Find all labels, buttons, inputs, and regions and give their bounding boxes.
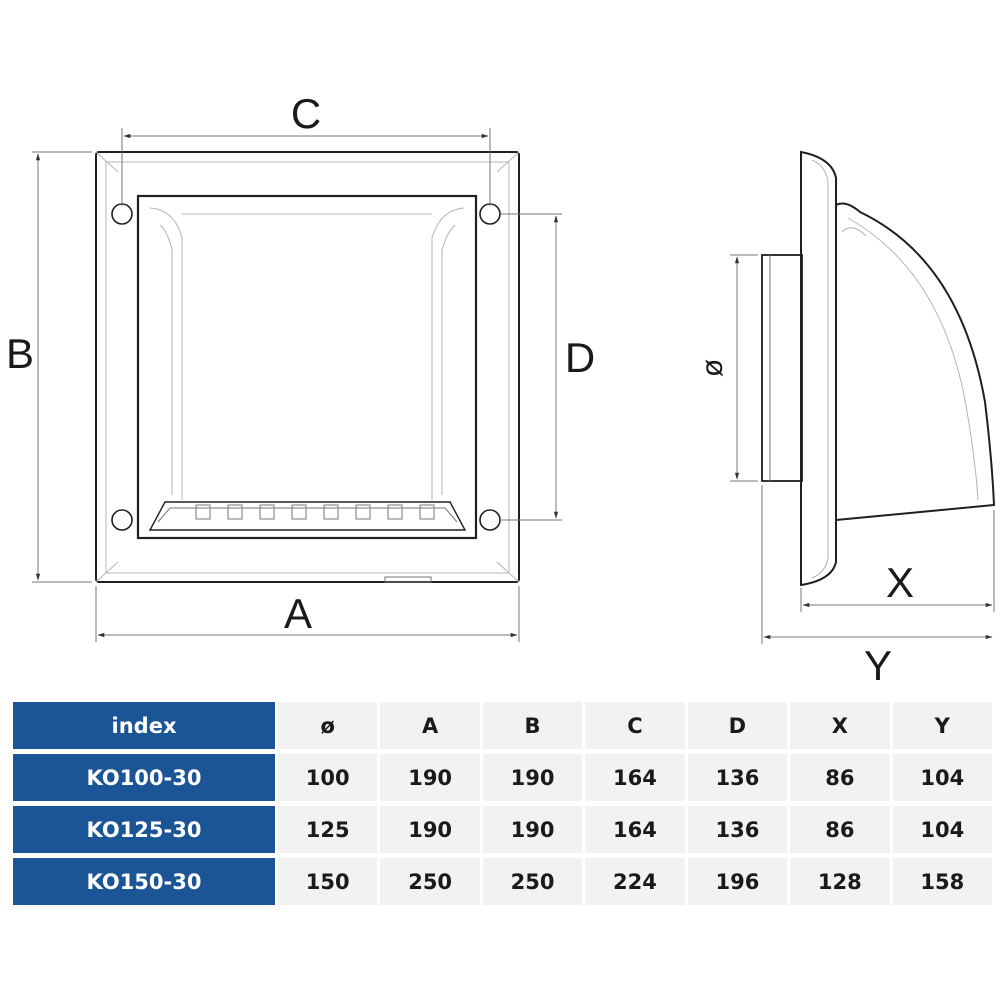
- row-index: KO150-30: [13, 858, 275, 905]
- dimension-y: Y: [761, 485, 993, 689]
- technical-drawing: C A B D ø: [6, 90, 996, 689]
- dimension-diameter: ø: [696, 254, 758, 482]
- grille-slat: [419, 504, 435, 520]
- table-cell: 86: [790, 754, 890, 801]
- dimensions-table: index ø A B C D X Y KO100-30 100 190 190…: [10, 697, 995, 910]
- grille-slat: [227, 504, 243, 520]
- label-d: D: [565, 334, 595, 381]
- label-x: X: [886, 559, 914, 606]
- table-cell: 128: [790, 858, 890, 905]
- screw-hole-bottom-right: [479, 509, 501, 531]
- header-c: C: [585, 702, 685, 749]
- table-cell: 224: [585, 858, 685, 905]
- screw-hole-top-left: [111, 203, 133, 225]
- dimension-b: B: [6, 151, 92, 583]
- dimension-d: D: [500, 213, 595, 521]
- screw-hole-bottom-left: [111, 509, 133, 531]
- table-row: KO150-30 150 250 250 224 196 128 158: [13, 858, 992, 905]
- screw-hole-top-right: [479, 203, 501, 225]
- header-index: index: [13, 702, 275, 749]
- table-cell: 150: [278, 858, 378, 905]
- header-d: D: [687, 702, 788, 749]
- table-row: KO125-30 125 190 190 164 136 86 104: [13, 806, 992, 853]
- front-frame-bevel: [105, 161, 510, 574]
- row-index: KO125-30: [13, 806, 275, 853]
- label-y: Y: [864, 642, 892, 689]
- table-cell: 190: [380, 754, 480, 801]
- table-cell: 190: [482, 754, 583, 801]
- grille-slat: [259, 504, 275, 520]
- table-cell: 136: [687, 806, 788, 853]
- table-cell: 100: [278, 754, 378, 801]
- header-diameter: ø: [278, 702, 378, 749]
- table-cell: 136: [687, 754, 788, 801]
- front-outer-frame: [95, 151, 520, 583]
- table-cell: 125: [278, 806, 378, 853]
- table-cell: 164: [585, 806, 685, 853]
- header-x: X: [790, 702, 890, 749]
- side-hood: [835, 202, 996, 521]
- header-b: B: [482, 702, 583, 749]
- side-wall-plate: [800, 150, 837, 587]
- label-b: B: [6, 330, 34, 377]
- header-a: A: [380, 702, 480, 749]
- table-cell: 104: [892, 806, 992, 853]
- dimension-a: A: [95, 586, 520, 642]
- table-cell: 190: [482, 806, 583, 853]
- dimension-c: C: [121, 90, 491, 206]
- table-cell: 250: [482, 858, 583, 905]
- side-spigot: [761, 254, 803, 482]
- dimension-x: X: [800, 510, 995, 612]
- table-cell: 158: [892, 858, 992, 905]
- label-a: A: [284, 590, 312, 637]
- label-diameter: ø: [696, 359, 729, 377]
- grille-slat: [195, 504, 211, 520]
- grille-slat: [387, 504, 403, 520]
- grille-slat: [355, 504, 371, 520]
- table-cell: 86: [790, 806, 890, 853]
- front-grille: [148, 501, 467, 531]
- grille-slat: [291, 504, 307, 520]
- front-view: [95, 151, 520, 583]
- table-header-row: index ø A B C D X Y: [13, 702, 992, 749]
- table-row: KO100-30 100 190 190 164 136 86 104: [13, 754, 992, 801]
- table-cell: 190: [380, 806, 480, 853]
- front-inner-opening: [136, 194, 478, 540]
- grille-slat: [323, 504, 339, 520]
- table-cell: 104: [892, 754, 992, 801]
- side-view: [761, 150, 996, 587]
- table-cell: 164: [585, 754, 685, 801]
- table-cell: 196: [687, 858, 788, 905]
- label-c: C: [291, 90, 321, 137]
- header-y: Y: [892, 702, 992, 749]
- table-cell: 250: [380, 858, 480, 905]
- row-index: KO100-30: [13, 754, 275, 801]
